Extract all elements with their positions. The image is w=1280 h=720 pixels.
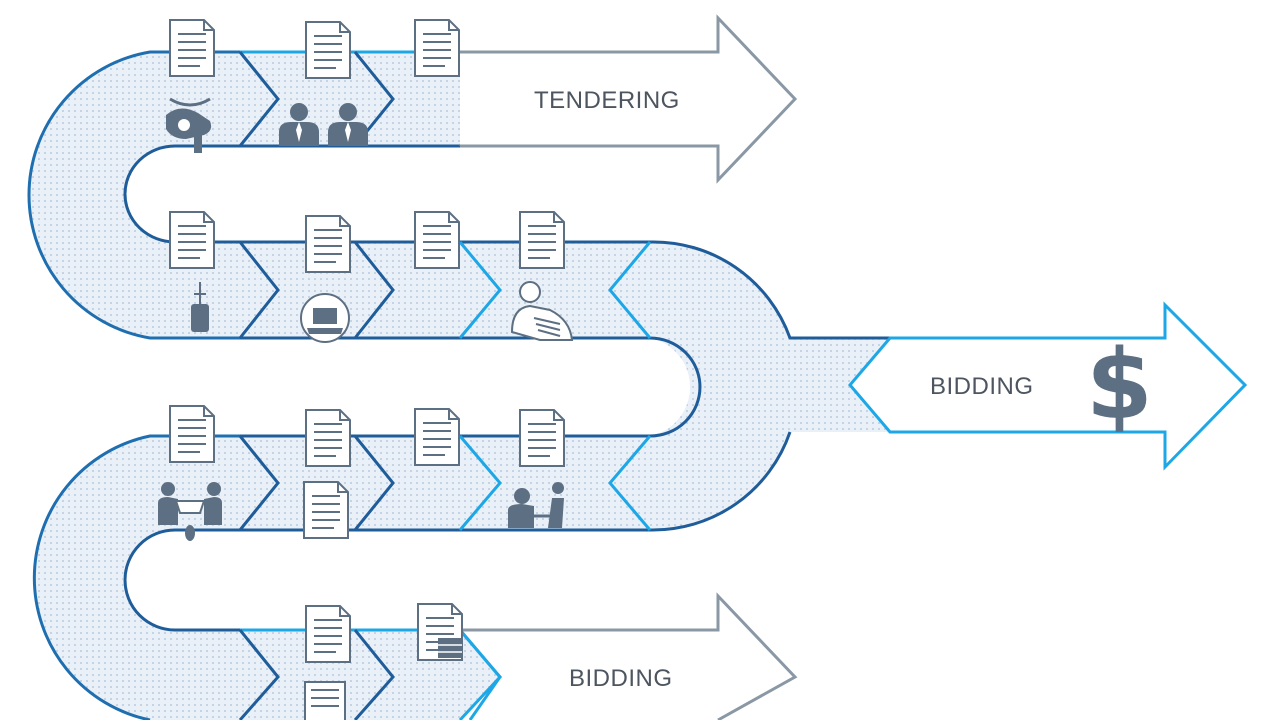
- document-icon: [305, 605, 351, 663]
- band-bottom-u-turn: [34, 436, 240, 720]
- bidding-arrow-main: [848, 301, 1248, 471]
- document-icon: [169, 211, 215, 269]
- document-icon: [169, 19, 215, 77]
- document-icon: [519, 409, 565, 467]
- document-icon: [414, 408, 460, 466]
- document-icon: [169, 405, 215, 463]
- document-icon: [305, 409, 351, 467]
- presenter-icon: [510, 281, 574, 341]
- tendering-arrow: [460, 14, 798, 184]
- document-stack-icon: [304, 681, 346, 720]
- document-icon: [414, 211, 460, 269]
- band-outlines: [27, 50, 890, 720]
- band-top-u-turn: [28, 52, 241, 338]
- document-icon: [305, 215, 351, 273]
- hand-pen-icon: [191, 282, 209, 332]
- meeting-icon: [158, 482, 222, 541]
- document-icon: [519, 211, 565, 269]
- document-icon: [305, 21, 351, 79]
- signing-icon: [508, 482, 564, 528]
- dollar-icon: $: [1086, 329, 1153, 441]
- laptop-icon: [300, 293, 350, 343]
- tendering-label: TENDERING: [534, 87, 680, 114]
- band-middle-bulge: [610, 241, 890, 531]
- bidding-label-middle: BIDDING: [930, 373, 1034, 400]
- handshake-icon: [166, 97, 212, 153]
- document-icon: [303, 481, 349, 539]
- document-icon: [414, 19, 460, 77]
- bidding-arrow-bottom: [460, 592, 798, 720]
- spreadsheet-icon: [438, 638, 462, 658]
- bidding-label-bottom: BIDDING: [569, 665, 673, 692]
